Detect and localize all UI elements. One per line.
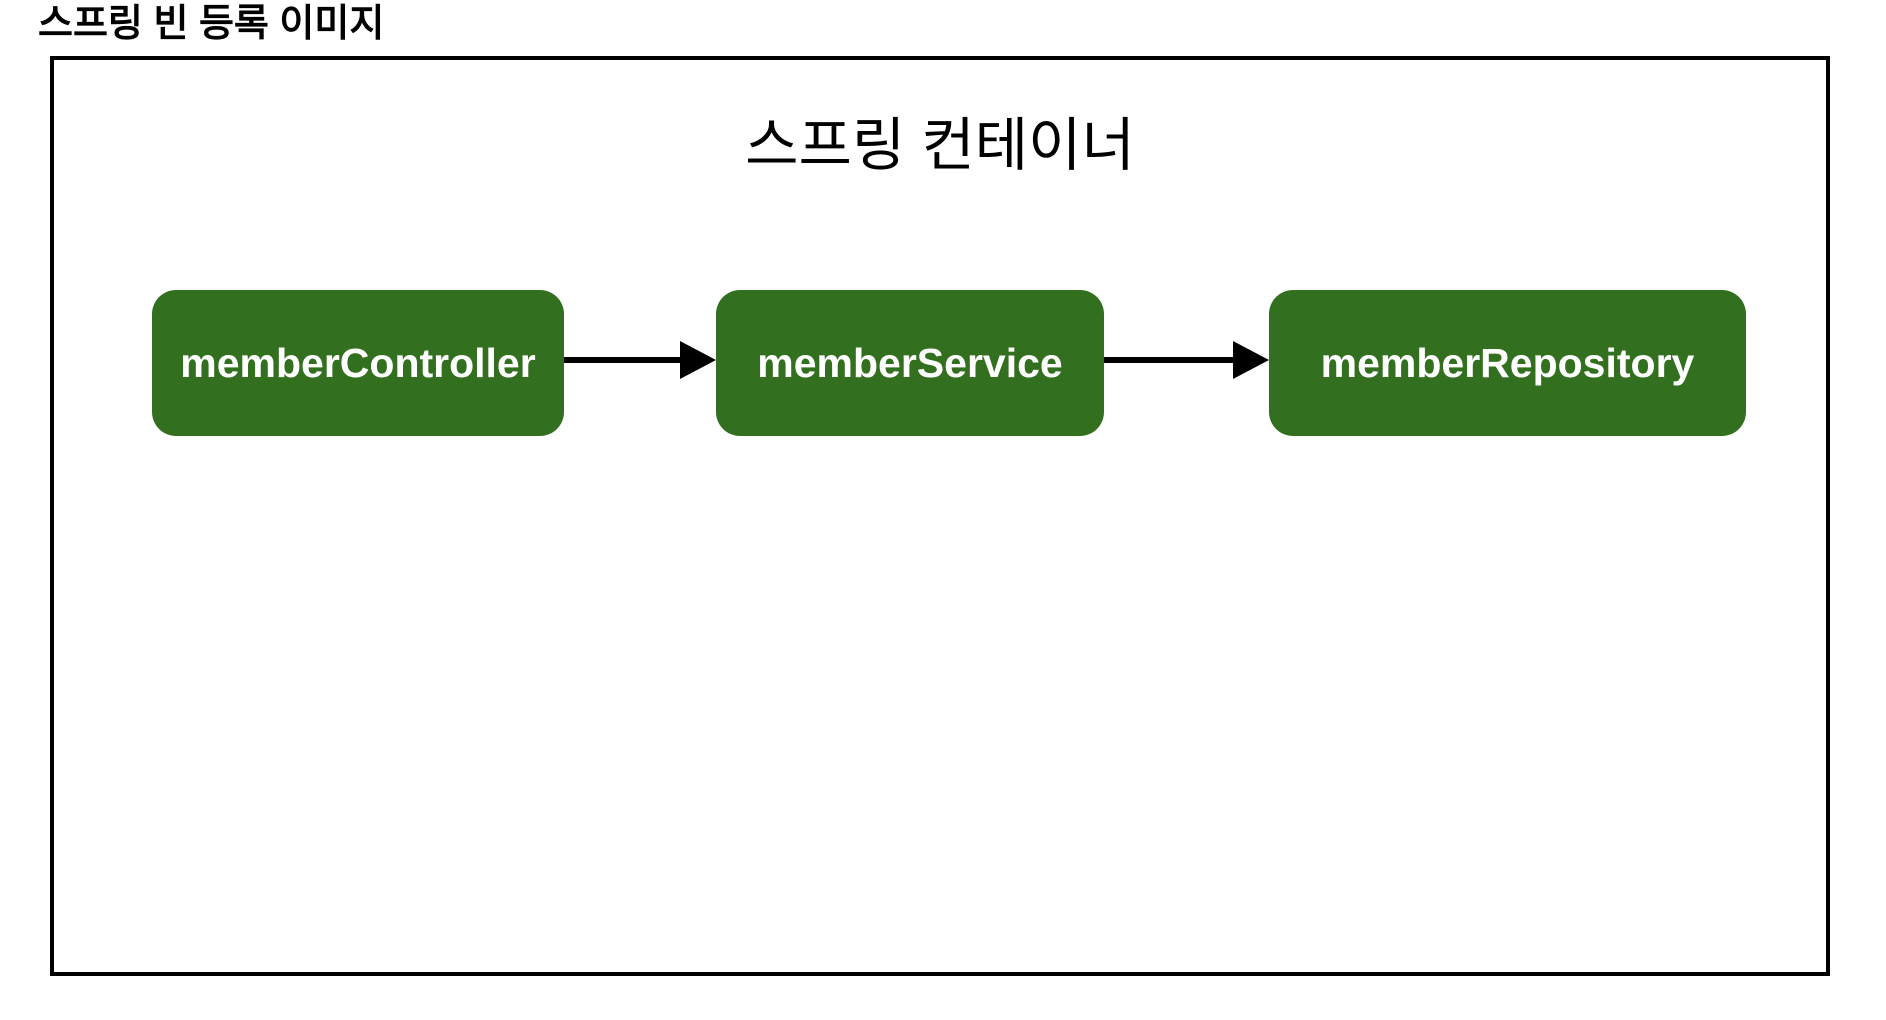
spring-container-box: 스프링 컨테이너 memberController memberService … bbox=[50, 56, 1830, 976]
spring-container-title: 스프링 컨테이너 bbox=[745, 113, 1135, 178]
node-member-service-label: memberService bbox=[757, 339, 1063, 386]
node-member-controller-label: memberController bbox=[180, 339, 536, 386]
node-member-controller: memberController bbox=[152, 290, 564, 436]
arrow-service-to-repository bbox=[1104, 341, 1269, 379]
node-member-repository: memberRepository bbox=[1269, 290, 1746, 436]
arrow-head-icon bbox=[680, 341, 716, 379]
node-member-repository-label: memberRepository bbox=[1320, 339, 1695, 386]
arrow-line bbox=[1104, 357, 1239, 363]
node-member-service: memberService bbox=[716, 290, 1104, 436]
arrow-head-icon bbox=[1233, 341, 1269, 379]
page-title: 스프링 빈 등록 이미지 bbox=[38, 3, 385, 45]
arrow-line bbox=[564, 357, 686, 363]
arrow-controller-to-service bbox=[564, 341, 716, 379]
